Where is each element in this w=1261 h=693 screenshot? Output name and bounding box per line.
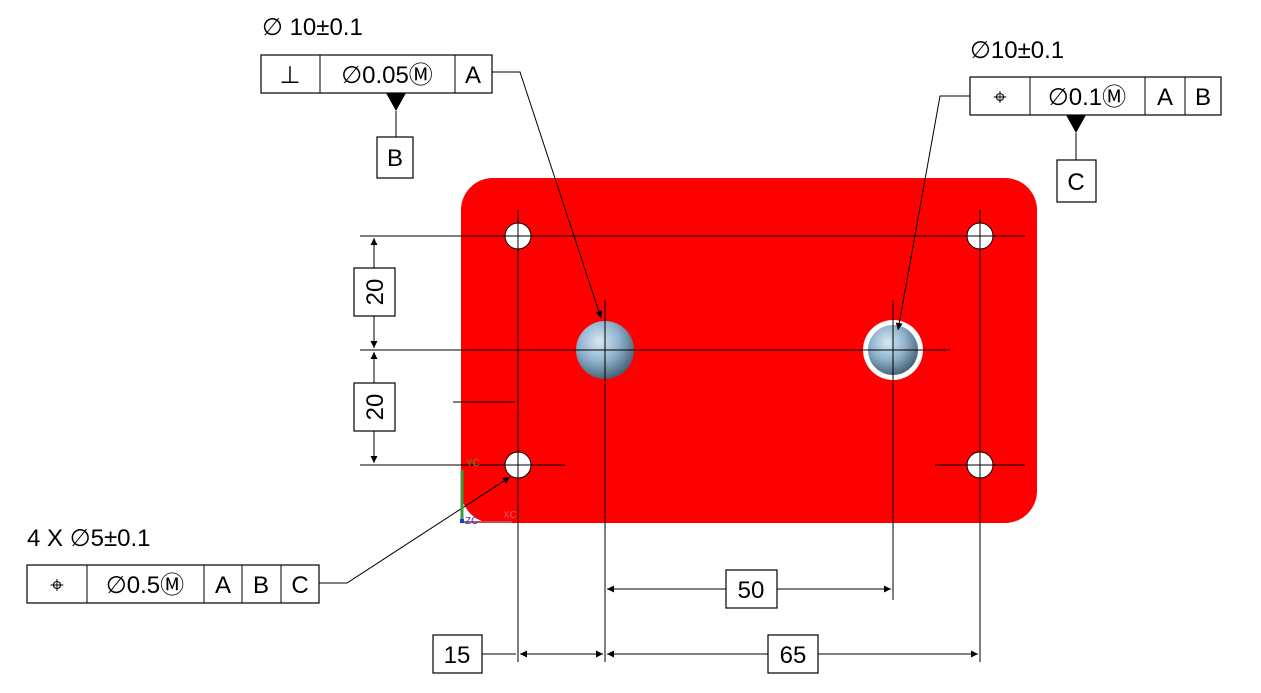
- top-left-fcf[interactable]: ⊥ ∅0.05Ⓜ A: [260, 54, 493, 94]
- dim-vertical-upper: 20: [362, 279, 389, 306]
- svg-text:A: A: [1157, 84, 1173, 111]
- svg-text:∅0.05Ⓜ: ∅0.05Ⓜ: [341, 62, 433, 89]
- svg-text:⌖: ⌖: [50, 572, 64, 599]
- datum-b: B: [387, 145, 403, 172]
- svg-text:C: C: [291, 572, 308, 599]
- dim-pin-spacing: 50: [738, 577, 765, 604]
- top-left-size: ∅ 10±0.1: [262, 14, 363, 41]
- bottom-left-fcf[interactable]: ⌖ ∅0.5Ⓜ A B C: [26, 564, 320, 604]
- svg-text:∅0.5Ⓜ: ∅0.5Ⓜ: [106, 572, 184, 599]
- dim-right-span: 65: [780, 642, 807, 669]
- coordinate-triad-icon: YC XC ZC: [460, 458, 517, 527]
- top-right-fcf[interactable]: ⌖ ∅0.1Ⓜ A B: [969, 76, 1222, 116]
- svg-text:A: A: [215, 572, 231, 599]
- centerlines: [360, 210, 1025, 662]
- datum-c: C: [1067, 169, 1084, 196]
- svg-text:A: A: [465, 62, 481, 89]
- svg-text:B: B: [253, 572, 269, 599]
- dim-left-offset: 15: [444, 642, 471, 669]
- dim-vertical-lower: 20: [362, 394, 389, 421]
- top-right-size: ∅10±0.1: [970, 37, 1064, 64]
- svg-text:B: B: [1195, 84, 1211, 111]
- bottom-left-size: 4 X ∅5±0.1: [27, 525, 150, 552]
- svg-text:XC: XC: [503, 510, 517, 521]
- svg-text:ZC: ZC: [465, 516, 478, 527]
- svg-text:∅0.1Ⓜ: ∅0.1Ⓜ: [1048, 84, 1126, 111]
- svg-text:⊥: ⊥: [280, 62, 301, 89]
- svg-text:YC: YC: [466, 458, 480, 469]
- svg-text:⌖: ⌖: [993, 84, 1007, 111]
